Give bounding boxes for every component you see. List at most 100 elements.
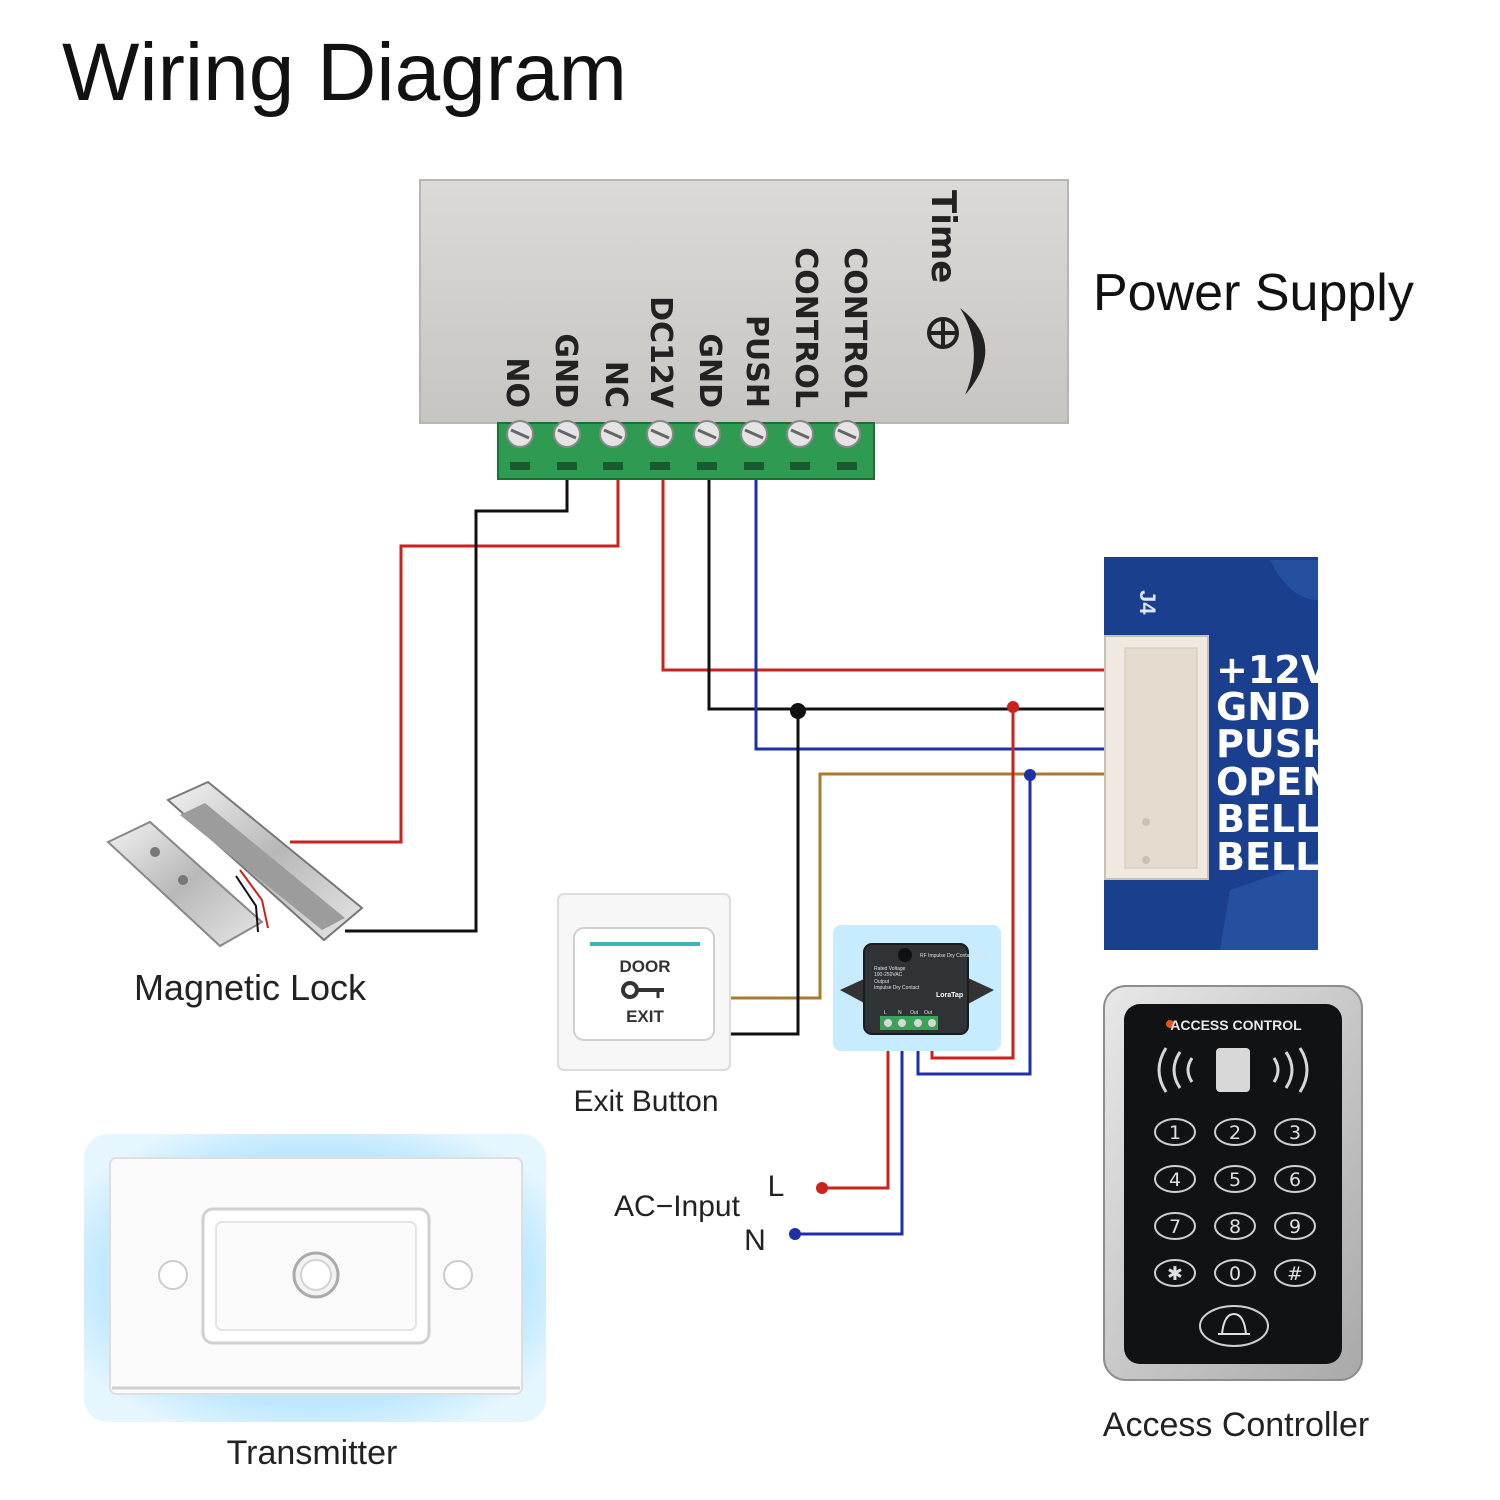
exit-button-press xyxy=(573,927,715,1041)
wire-relay-out2 xyxy=(916,775,1032,1076)
status-led xyxy=(1166,1020,1174,1028)
key-3[interactable] xyxy=(1274,1118,1316,1146)
key-icon xyxy=(621,981,664,999)
magnetic-lock-label: Magnetic Lock xyxy=(134,967,367,1008)
exit-button-label: Exit Button xyxy=(573,1085,718,1118)
exit-button: DOOR EXIT Exit Button xyxy=(557,893,731,1118)
key-label: 0 xyxy=(1229,1263,1241,1285)
key-label: 4 xyxy=(1169,1169,1181,1191)
magnetic-lock: Magnetic Lock xyxy=(106,780,367,1008)
terminal-slot xyxy=(650,462,670,470)
junction-dot xyxy=(1007,701,1019,713)
terminal-slot xyxy=(744,462,764,470)
board-pin-label: GND xyxy=(1216,685,1311,729)
board-marking: J4 xyxy=(1135,590,1160,615)
key-label: 8 xyxy=(1229,1216,1241,1238)
ac-l-terminal xyxy=(816,1182,828,1194)
board-pin-label: BELL xyxy=(1216,797,1319,841)
ac-input-label: AC−Input xyxy=(614,1190,741,1223)
terminal-slot xyxy=(557,462,577,470)
power-supply-housing xyxy=(419,179,1069,424)
relay-terminal-label: Out xyxy=(924,1010,933,1016)
transmitter: Transmitter xyxy=(84,1134,546,1472)
ps-terminal-label: CONTROL xyxy=(837,247,872,408)
screw-slot xyxy=(790,428,810,440)
key-6[interactable] xyxy=(1274,1165,1316,1193)
key-label: 6 xyxy=(1289,1169,1301,1191)
key-label: # xyxy=(1287,1263,1303,1285)
ps-terminal-label: NO xyxy=(499,357,534,408)
bell-icon xyxy=(1218,1312,1250,1335)
terminal-screws xyxy=(506,420,861,470)
wire-ac-n xyxy=(795,1035,904,1236)
relay-module: RF Impulse Dry Contact Relay Rated Volta… xyxy=(833,925,1001,1051)
screw-hole xyxy=(158,1260,188,1290)
ps-terminal-label: NC xyxy=(598,361,633,408)
relay-body xyxy=(863,943,969,1035)
key-label: 5 xyxy=(1229,1169,1241,1191)
wire-open xyxy=(730,772,1140,1000)
board-pin-label: OPEN xyxy=(1216,760,1334,804)
ac-l-label: L xyxy=(768,1170,785,1203)
key-label: ✱ xyxy=(1167,1263,1183,1285)
key-2[interactable] xyxy=(1214,1118,1256,1146)
wire-ac-l xyxy=(822,1035,890,1190)
panel-text: ACCESS CONTROL xyxy=(1170,1017,1302,1033)
key-8[interactable] xyxy=(1214,1212,1256,1240)
access-controller-label: Access Controller xyxy=(1103,1406,1369,1444)
wire-dc12v xyxy=(661,480,1140,672)
key-label: 7 xyxy=(1169,1216,1181,1238)
screw-slot xyxy=(744,428,764,440)
relay-fine-print: Rated Voltage xyxy=(874,966,906,972)
terminal-slot xyxy=(697,462,717,470)
keypad-face xyxy=(1124,1004,1342,1364)
transmitter-label: Transmitter xyxy=(227,1434,398,1472)
key-hash[interactable] xyxy=(1274,1259,1316,1287)
wire-gnd xyxy=(707,480,1140,711)
relay-terminal-label: L xyxy=(884,1010,887,1016)
wire-gnd-to-lock xyxy=(345,480,569,933)
ac-n-terminal xyxy=(789,1228,801,1240)
board-pin-label: BELL xyxy=(1216,835,1319,879)
board-pin-label: +12V xyxy=(1216,648,1331,692)
screw-slot xyxy=(603,428,623,440)
exit-plate-bottom: EXIT xyxy=(626,1007,664,1026)
relay-fine-print: 100-250VAC xyxy=(874,972,903,978)
relay-fine-print: Impulse Dry Contact xyxy=(874,985,920,991)
relay-brand: LoraTap xyxy=(936,992,963,999)
key-label: 2 xyxy=(1229,1122,1241,1144)
terminal-slot xyxy=(790,462,810,470)
wire-exit-gnd xyxy=(730,711,800,1036)
controller-board: J4 +12V GND PUSH OPEN BELL BELL xyxy=(1104,557,1334,950)
key-label: 1 xyxy=(1169,1122,1181,1144)
terminal-slot xyxy=(510,462,530,470)
relay-fine-print: RF Impulse Dry Contact Relay xyxy=(920,953,988,959)
wire-nc-to-lock xyxy=(290,480,620,844)
key-1[interactable] xyxy=(1154,1118,1196,1146)
key-7[interactable] xyxy=(1154,1212,1196,1240)
bell-key[interactable] xyxy=(1199,1305,1269,1347)
wires xyxy=(290,480,1140,1236)
relay-terminal-label: Out xyxy=(910,1010,919,1016)
ps-terminal-label: CONTROL xyxy=(788,247,823,408)
key-5[interactable] xyxy=(1214,1165,1256,1193)
ac-n-label: N xyxy=(744,1224,766,1257)
board-pin-label: PUSH xyxy=(1216,722,1334,766)
diagram-title: Wiring Diagram xyxy=(62,27,627,118)
key-label: 9 xyxy=(1289,1216,1301,1238)
power-supply-label: Power Supply xyxy=(1093,264,1414,322)
key-star[interactable] xyxy=(1154,1259,1196,1287)
relay-fine-print: Output xyxy=(874,979,890,985)
access-controller: ACCESS CONTROL xyxy=(1103,985,1369,1444)
screw-slot xyxy=(837,428,857,440)
key-9[interactable] xyxy=(1274,1212,1316,1240)
key-0[interactable] xyxy=(1214,1259,1256,1287)
junction-dot xyxy=(1024,769,1036,781)
ac-input: AC−Input L N xyxy=(614,1170,784,1257)
key-4[interactable] xyxy=(1154,1165,1196,1193)
relay-terminal-label: N xyxy=(898,1010,902,1016)
screw-slot xyxy=(557,428,577,440)
screw-slot xyxy=(697,428,717,440)
screw-hole xyxy=(443,1260,473,1290)
ps-terminal-label: GND xyxy=(548,333,583,408)
